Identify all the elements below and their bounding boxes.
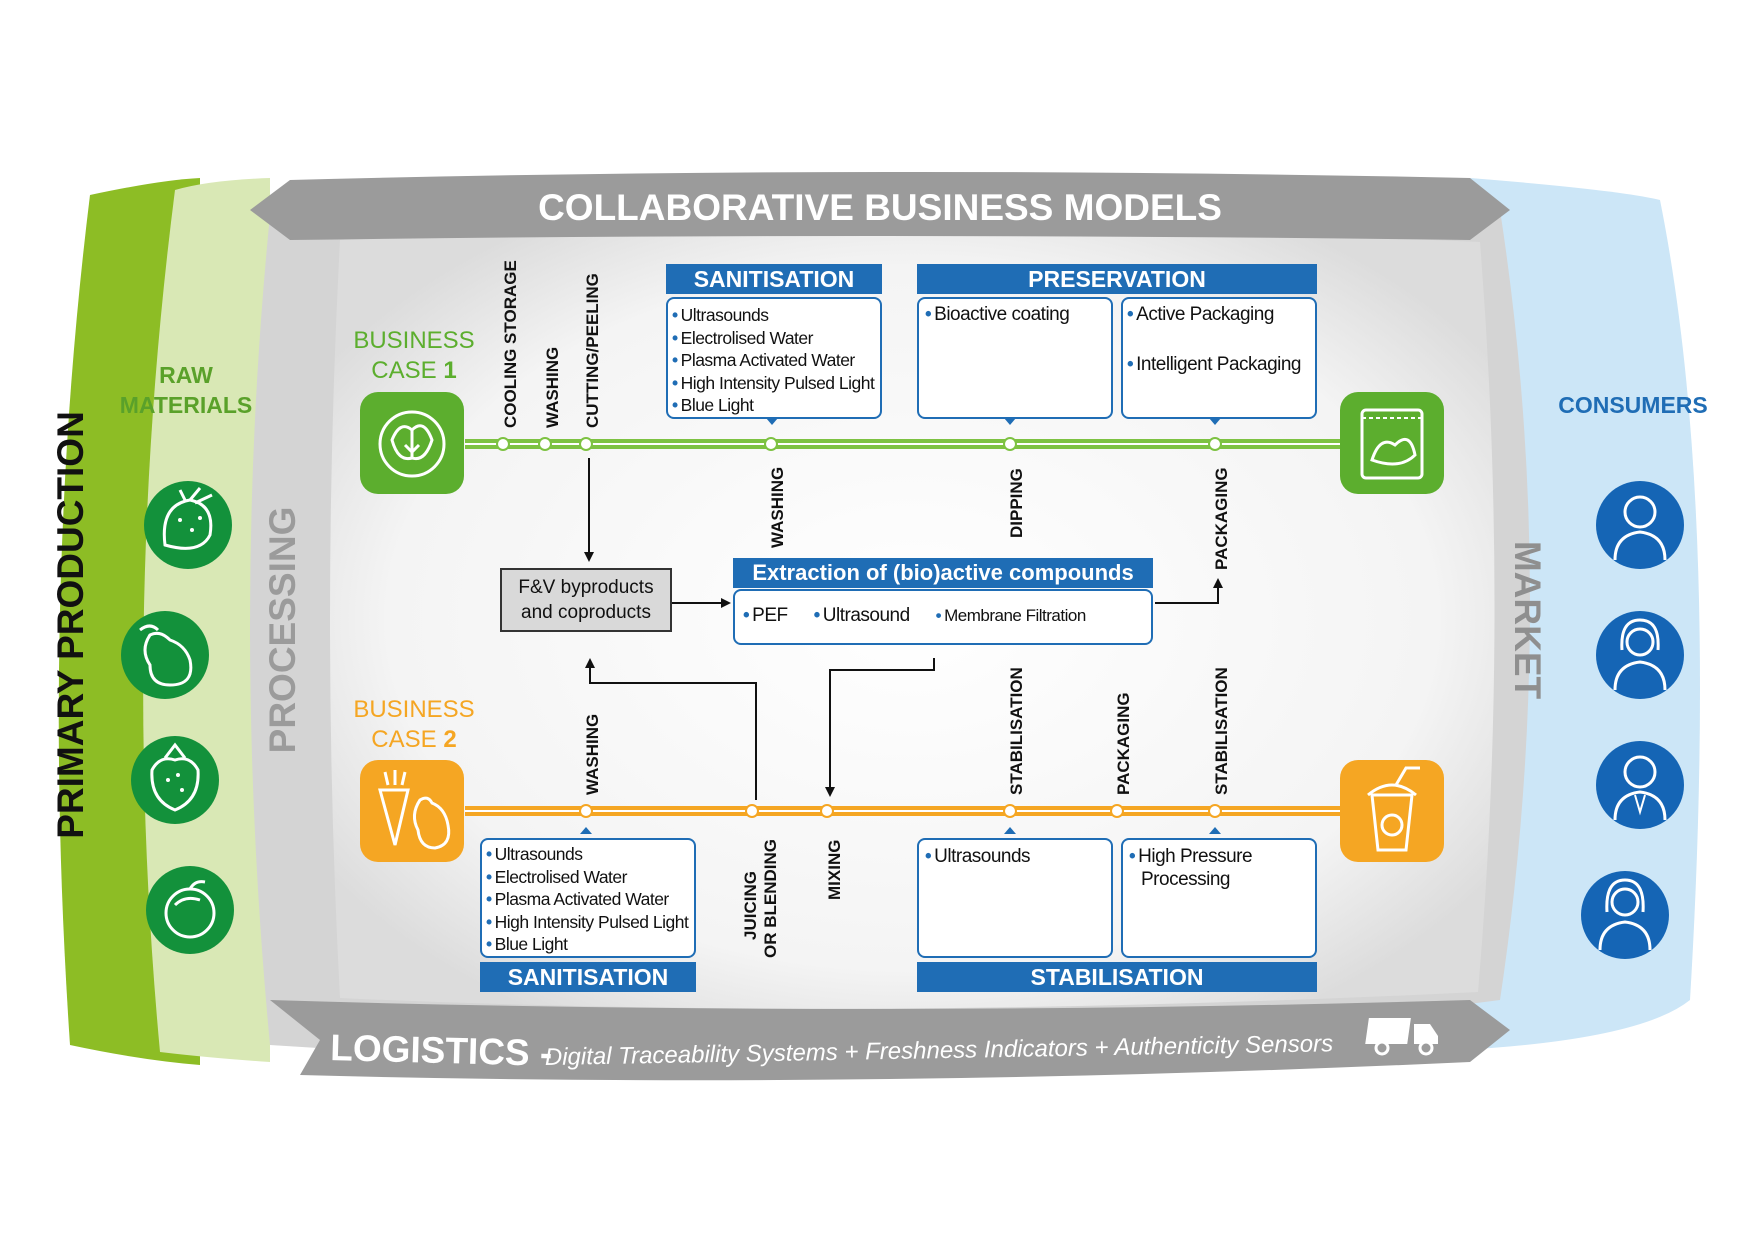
bc1-sanitisation-box: •Ultrasounds •Electrolised Water •Plasma…	[666, 297, 882, 419]
bc2-stabilisation-header: STABILISATION	[917, 962, 1317, 992]
bullet-icon: •	[672, 327, 678, 348]
lettuce-icon	[360, 392, 464, 494]
bc1-below-packaging: PACKAGING	[1212, 467, 1231, 570]
bc1-label-line2: CASE 1	[371, 357, 456, 384]
pear-icon	[121, 611, 209, 699]
bc2-sanitisation-box: •Ultrasounds •Electrolised Water •Plasma…	[480, 838, 696, 958]
top-banner-text: COLLABORATIVE BUSINESS MODELS	[538, 187, 1222, 228]
bc2-below-juicing: JUICING	[741, 871, 760, 940]
bc2-below-mixing: MIXING	[825, 840, 844, 900]
bc2-below-or-blending: OR BLENDING	[761, 839, 780, 958]
man-consumer-icon	[1596, 481, 1684, 569]
bc1-step-cooling-storage: COOLING STORAGE	[501, 260, 520, 428]
bc1-step-cutting-peeling: CUTTING/PEELING	[583, 273, 602, 428]
bc2-step-packaging: PACKAGING	[1114, 692, 1133, 795]
woman-consumer-icon	[1596, 611, 1684, 699]
bc1-step-nodes	[496, 437, 1222, 451]
bullet-icon: •	[486, 844, 492, 864]
extraction-header: Extraction of (bio)active compounds	[733, 558, 1153, 588]
bullet-icon: •	[743, 605, 750, 626]
bc2-stabilisation-left-box: •Ultrasounds	[917, 838, 1113, 958]
bullet-icon: •	[1129, 846, 1136, 867]
bullet-icon: •	[813, 605, 821, 626]
bc2-step-stabilisation-1: STABILISATION	[1007, 667, 1026, 795]
strawberry-icon	[131, 736, 219, 824]
primary-production-label: PRIMARY PRODUCTION	[50, 411, 91, 839]
bullet-icon: •	[1127, 304, 1134, 325]
bc2-step-nodes	[579, 804, 1222, 818]
orange-icon	[146, 866, 234, 954]
delivery-truck-icon	[1365, 1018, 1438, 1056]
raw-materials-label-1: RAW	[159, 362, 213, 388]
woman-consumer-icon	[1581, 871, 1669, 959]
smoothie-cup-icon	[1340, 760, 1444, 862]
bullet-icon: •	[672, 372, 678, 393]
raw-materials-label-2: MATERIALS	[120, 392, 252, 418]
market-label: MARKET	[1507, 541, 1548, 700]
logistics-title: LOGISTICS -	[330, 1027, 553, 1074]
bullet-icon: •	[486, 934, 492, 954]
bc1-label-line1: BUSINESS	[353, 327, 474, 354]
bc2-step-stabilisation-2: STABILISATION	[1212, 667, 1231, 795]
bc1-step-washing: WASHING	[543, 347, 562, 428]
carrot-pear-icon	[360, 760, 464, 862]
bullet-icon: •	[935, 606, 942, 625]
collaborative-business-models-arrow	[250, 171, 1510, 240]
consumers-label: CONSUMERS	[1558, 392, 1708, 418]
bullet-icon: •	[486, 889, 492, 909]
bc2-label-line1: BUSINESS	[353, 696, 474, 723]
bc1-preservation-left-box: •Bioactive coating	[917, 297, 1113, 419]
byproducts-line2: and coproducts	[521, 602, 651, 623]
bullet-icon: •	[925, 304, 932, 325]
bullet-icon: •	[925, 846, 932, 867]
bc1-below-dipping: DIPPING	[1007, 468, 1026, 538]
box-pointers	[580, 418, 1221, 834]
bullet-icon: •	[672, 395, 678, 415]
bullet-icon: •	[1127, 353, 1134, 375]
processing-label: PROCESSING	[262, 507, 303, 754]
bullet-icon: •	[672, 350, 678, 370]
bc1-below-washing: WASHING	[768, 467, 787, 548]
man-consumer-icon	[1596, 741, 1684, 829]
bullet-icon: •	[672, 305, 678, 325]
bc2-stabilisation-right-box: •High Pressure Processing	[1121, 838, 1317, 958]
bullet-icon: •	[486, 866, 492, 887]
byproducts-box: F&V byproducts and coproducts	[500, 568, 672, 632]
strawberry-icon	[144, 481, 232, 569]
bc2-step-washing: WASHING	[583, 714, 602, 795]
extraction-box: •PEF •Ultrasound •Membrane Filtration	[733, 589, 1153, 645]
byproducts-line1: F&V byproducts	[518, 577, 654, 598]
bc1-preservation-right-box: •Active Packaging •Intelligent Packaging	[1121, 297, 1317, 419]
bc2-sanitisation-header: SANITISATION	[480, 962, 696, 992]
bc2-label-line2: CASE 2	[371, 726, 456, 753]
bullet-icon: •	[486, 911, 492, 932]
salad-bag-icon	[1340, 392, 1444, 494]
bc1-preservation-header: PRESERVATION	[917, 264, 1317, 294]
bc1-sanitisation-header: SANITISATION	[666, 264, 882, 294]
raw-materials-band	[143, 178, 270, 1062]
logistics-arrow	[270, 1000, 1510, 1081]
